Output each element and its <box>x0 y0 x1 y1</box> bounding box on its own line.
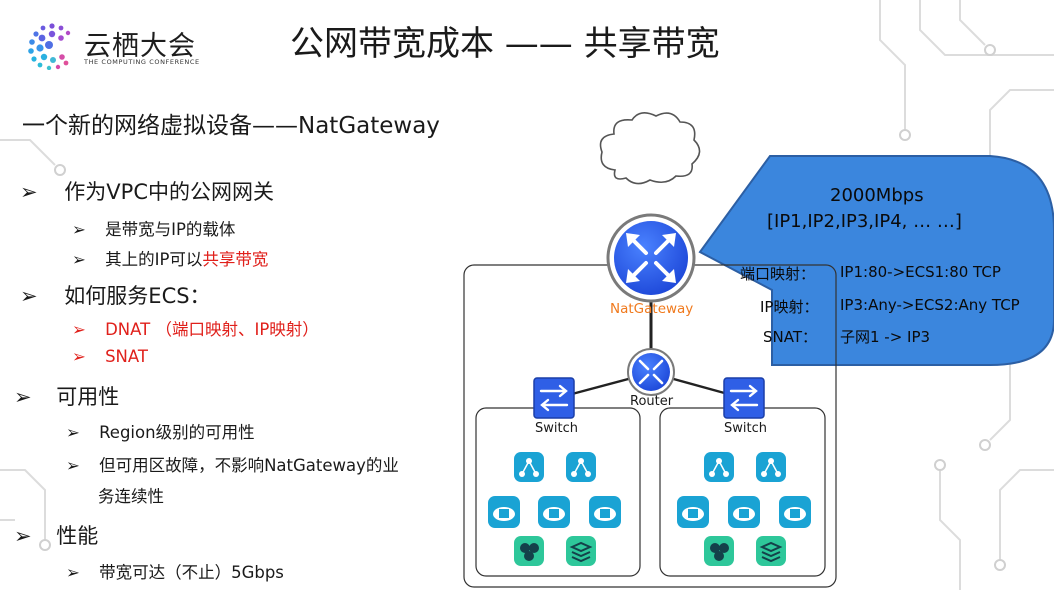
storage-stack-icon <box>756 536 786 566</box>
callout-ip-map-value: IP3:Any->ECS2:Any TCP <box>840 296 1020 314</box>
bullet-text: 是带宽与IP的载体 <box>105 220 236 239</box>
bullet-arrow-icon: ➢ <box>20 284 38 308</box>
cloud-server-icon <box>488 496 520 528</box>
callout-bubble <box>698 155 1054 366</box>
bullet-performance: ➢ 性能 <box>14 520 98 550</box>
cloud-server-icon <box>728 496 760 528</box>
natgateway-router-icon <box>606 213 696 303</box>
ecs-icons-right <box>677 452 811 566</box>
bullet-text: 如何服务ECS： <box>64 284 211 308</box>
bullet-arrow-icon: ➢ <box>72 250 86 269</box>
callout-port-map-label: 端口映射： <box>740 265 816 283</box>
cloud-server-icon <box>538 496 570 528</box>
bullet-availability: ➢ 可用性 <box>14 381 119 411</box>
bullet-serve-ecs: ➢ 如何服务ECS： <box>20 280 211 310</box>
bullet-text: 带宽可达（不止）5Gbps <box>99 563 284 582</box>
bullet-text: 作为VPC中的公网网关 <box>64 180 274 204</box>
slide-title: 公网带宽成本 —— 共享带宽 <box>290 24 720 64</box>
callout-snat-value: 子网1 -> IP3 <box>840 328 931 346</box>
bullet-arrow-icon: ➢ <box>72 320 86 339</box>
bullet-text: DNAT （端口映射、IP映射） <box>105 320 319 339</box>
bullet-text: 性能 <box>56 524 99 548</box>
bullet-bandwidth: ➢ 带宽可达（不止）5Gbps <box>66 559 284 583</box>
bullet-arrow-icon: ➢ <box>66 456 80 475</box>
callout-port-map-value: IP1:80->ECS1:80 TCP <box>840 263 1001 281</box>
bullet-text: 可用性 <box>56 385 120 409</box>
bullet-dnat: ➢ DNAT （端口映射、IP映射） <box>72 316 319 340</box>
internet-cloud-icon <box>599 112 701 185</box>
switch-left-icon <box>533 377 575 419</box>
bullet-arrow-icon: ➢ <box>72 220 86 239</box>
cloud-c-logo-icon <box>28 23 71 70</box>
callout-ip-map-label: IP映射： <box>760 298 819 316</box>
cluster-icon <box>514 536 544 566</box>
natgateway-label: NatGateway <box>610 301 694 317</box>
router-label: Router <box>630 394 674 409</box>
network-node-icon <box>566 452 596 482</box>
storage-stack-icon <box>566 536 596 566</box>
cloud-server-icon <box>677 496 709 528</box>
bullet-arrow-icon: ➢ <box>14 524 32 548</box>
bullet-snat: ➢ SNAT <box>72 347 148 366</box>
router-icon <box>627 348 675 396</box>
bullet-highlight: 共享带宽 <box>202 250 269 269</box>
bullet-arrow-icon: ➢ <box>14 385 32 409</box>
network-node-icon <box>704 452 734 482</box>
network-node-icon <box>514 452 544 482</box>
slide-subtitle: 一个新的网络虚拟设备——NatGateway <box>22 113 440 139</box>
logo-text: 云栖大会 <box>84 31 196 62</box>
bullet-arrow-icon: ➢ <box>66 563 80 582</box>
bullet-text: 但可用区故障，不影响NatGateway的业 <box>99 456 399 475</box>
callout-bandwidth: 2000Mbps <box>830 185 924 206</box>
ecs-icons-left <box>488 452 621 566</box>
bullet-text: Region级别的可用性 <box>99 423 255 442</box>
bullet-arrow-icon: ➢ <box>66 423 80 442</box>
cluster-icon <box>704 536 734 566</box>
bullet-region: ➢ Region级别的可用性 <box>66 419 255 443</box>
bullet-arrow-icon: ➢ <box>72 347 86 366</box>
bullet-zone-fail-cont: 务连续性 <box>98 487 164 506</box>
conference-logo: 云栖大会 THE COMPUTING CONFERENCE <box>26 20 226 72</box>
bullet-arrow-icon: ➢ <box>20 180 38 204</box>
logo-subtext: THE COMPUTING CONFERENCE <box>84 58 200 66</box>
bullet-carrier: ➢ 是带宽与IP的载体 <box>72 216 235 240</box>
bullet-text: SNAT <box>105 347 148 366</box>
callout-ip-list: [IP1,IP2,IP3,IP4, … …] <box>767 211 962 232</box>
cloud-server-icon <box>779 496 811 528</box>
switch-left-label: Switch <box>535 421 578 436</box>
network-node-icon <box>756 452 786 482</box>
cloud-server-icon <box>589 496 621 528</box>
bullet-shared-ip: ➢ 其上的IP可以共享带宽 <box>72 246 268 270</box>
switch-right-icon <box>723 377 765 419</box>
bullet-zone-fail: ➢ 但可用区故障，不影响NatGateway的业 <box>66 452 399 476</box>
bullet-text: 其上的IP可以 <box>105 250 203 269</box>
bullet-vpc-gateway: ➢ 作为VPC中的公网网关 <box>20 176 274 206</box>
callout-snat-label: SNAT： <box>763 328 818 346</box>
switch-right-label: Switch <box>724 421 767 436</box>
